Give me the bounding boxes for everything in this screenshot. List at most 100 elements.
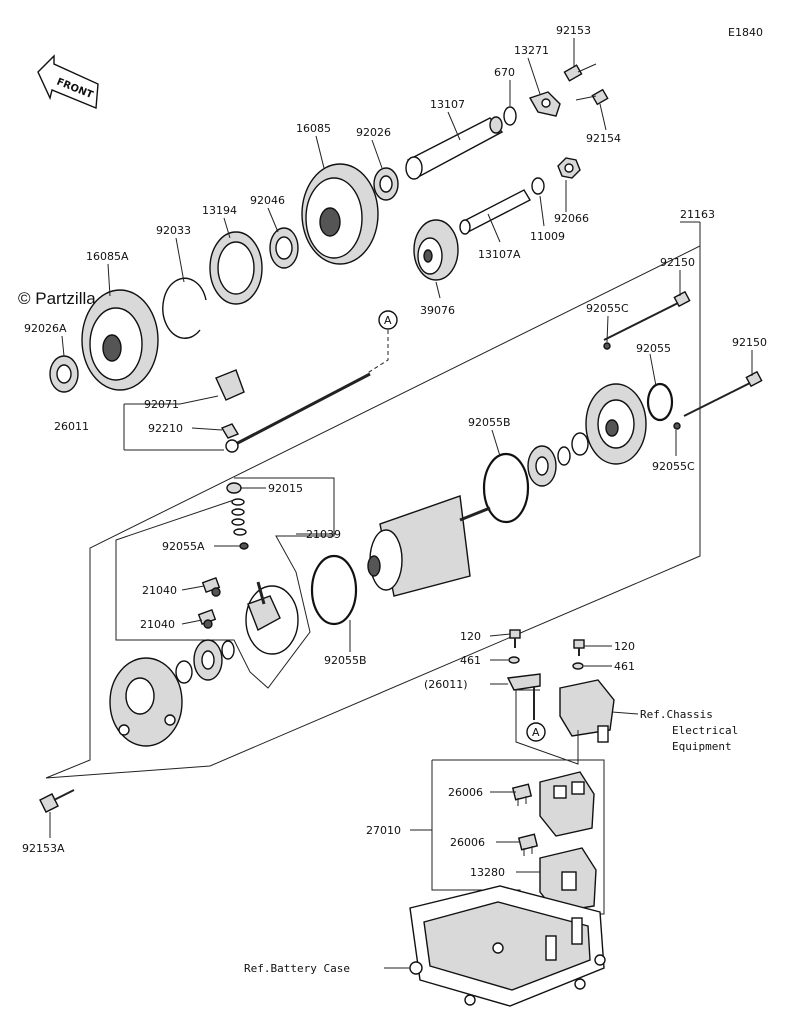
label-11009: 11009 bbox=[530, 230, 565, 243]
leader-lines bbox=[49, 38, 753, 969]
diagram-code: E1840 bbox=[728, 26, 763, 39]
label-13271: 13271 bbox=[514, 44, 549, 57]
shaft-13107-icon bbox=[405, 116, 504, 180]
dashed-link-a bbox=[365, 330, 389, 375]
shaft-13107A-icon bbox=[459, 189, 531, 235]
label-16085: 16085 bbox=[296, 122, 331, 135]
o-ring-92055B-a-icon bbox=[482, 452, 530, 524]
label-13107A: 13107A bbox=[478, 248, 521, 261]
bolt-92150-a-icon bbox=[603, 290, 691, 341]
o-ring-92055B-b-icon bbox=[310, 554, 358, 626]
fuse-26006-b-icon bbox=[517, 833, 539, 856]
brush-21040-b-icon bbox=[197, 609, 217, 629]
label-461-b: 461 bbox=[614, 660, 635, 673]
armature-icon bbox=[367, 495, 491, 597]
label-27010: 27010 bbox=[366, 824, 401, 837]
o-ring-92055C-a-icon bbox=[603, 342, 611, 350]
front-arrow-icon: FRONT bbox=[37, 54, 99, 110]
label-92015: 92015 bbox=[268, 482, 303, 495]
starter-relay-icon bbox=[539, 771, 595, 837]
brush-plate-icon bbox=[245, 581, 299, 655]
terminal-26011-icon bbox=[506, 673, 541, 720]
label-92150-b: 92150 bbox=[732, 336, 767, 349]
bolt-120-b-icon bbox=[573, 639, 585, 656]
relay-13280-icon bbox=[539, 847, 597, 913]
label-21039: 21039 bbox=[306, 528, 341, 541]
svg-text:A: A bbox=[532, 726, 540, 739]
battery-case-icon bbox=[409, 885, 606, 1007]
label-92066: 92066 bbox=[554, 212, 589, 225]
rear-cover-icon bbox=[109, 657, 183, 747]
washer-rear-icon bbox=[221, 640, 235, 660]
svg-text:A: A bbox=[384, 314, 392, 327]
gear-16085A-icon bbox=[81, 289, 159, 391]
brush-group-outline-21039 bbox=[115, 477, 335, 689]
snap-ring-92033-icon bbox=[162, 277, 207, 339]
bolt-92150-b-icon bbox=[683, 370, 763, 417]
ref-chassis-line3: Equipment bbox=[672, 740, 732, 753]
washer-front-icon bbox=[571, 432, 589, 456]
label-13280: 13280 bbox=[470, 866, 505, 879]
label-26011-b: (26011) bbox=[424, 678, 468, 691]
label-21040-b: 21040 bbox=[140, 618, 175, 631]
label-13107: 13107 bbox=[430, 98, 465, 111]
seal-92026A-icon bbox=[49, 355, 79, 393]
o-ring-670-icon bbox=[503, 106, 517, 126]
collar-92026-icon bbox=[373, 167, 399, 201]
washer-461-a-icon bbox=[508, 656, 520, 664]
label-92033: 92033 bbox=[156, 224, 191, 237]
bearing-92046-icon bbox=[269, 227, 299, 269]
o-ring-92055C-b-icon bbox=[673, 422, 681, 430]
label-120-a: 120 bbox=[460, 630, 481, 643]
label-92153A: 92153A bbox=[22, 842, 65, 855]
cable-26011-icon bbox=[215, 369, 371, 453]
gear-16085-icon bbox=[301, 163, 379, 265]
assembly-outline-21163 bbox=[45, 222, 701, 779]
label-461-a: 461 bbox=[460, 654, 481, 667]
washer-11009-icon bbox=[531, 177, 545, 195]
nut-92066-icon bbox=[557, 157, 581, 179]
label-92071: 92071 bbox=[144, 398, 179, 411]
ref-chassis-line1: Ref.Chassis bbox=[640, 708, 713, 721]
bolt-92154-icon bbox=[575, 88, 609, 106]
label-92026: 92026 bbox=[356, 126, 391, 139]
nut-92210-icon bbox=[220, 423, 240, 439]
washer-stack-92015-icon bbox=[226, 482, 249, 550]
label-92026A: 92026A bbox=[24, 322, 67, 335]
label-16085A: 16085A bbox=[86, 250, 129, 263]
label-92055A: 92055A bbox=[162, 540, 205, 553]
fuse-26006-a-icon bbox=[511, 783, 533, 806]
relay-link-line bbox=[515, 689, 579, 765]
label-92153: 92153 bbox=[556, 24, 591, 37]
seal-rear-icon bbox=[175, 660, 193, 684]
label-92055B-b: 92055B bbox=[324, 654, 367, 667]
label-26006-b: 26006 bbox=[450, 836, 485, 849]
bolt-120-a-icon bbox=[509, 629, 521, 648]
label-670: 670 bbox=[494, 66, 515, 79]
label-92046: 92046 bbox=[250, 194, 285, 207]
label-92055C-a: 92055C bbox=[586, 302, 629, 315]
front-cover-icon bbox=[585, 383, 647, 465]
label-39076: 39076 bbox=[420, 304, 455, 317]
bolt-92153-icon bbox=[563, 63, 597, 82]
o-ring-92055-icon bbox=[646, 382, 674, 422]
ref-chassis-line2: Electrical bbox=[672, 724, 738, 737]
marker-a-lower-icon: A bbox=[526, 722, 546, 742]
clutch-13194-icon bbox=[209, 231, 263, 305]
label-26011: 26011 bbox=[54, 420, 89, 433]
label-13194: 13194 bbox=[202, 204, 237, 217]
brush-21040-a-icon bbox=[201, 577, 221, 597]
bearing-front-icon bbox=[527, 445, 557, 487]
bearing-rear-icon bbox=[193, 639, 223, 681]
label-92055: 92055 bbox=[636, 342, 671, 355]
label-92150-a: 92150 bbox=[660, 256, 695, 269]
label-92154: 92154 bbox=[586, 132, 621, 145]
washer-461-b-icon bbox=[572, 662, 584, 670]
label-92055C-b: 92055C bbox=[652, 460, 695, 473]
marker-a-upper-icon: A bbox=[378, 310, 398, 330]
relay-cover-icon bbox=[559, 679, 615, 743]
label-120-b: 120 bbox=[614, 640, 635, 653]
label-92055B-a: 92055B bbox=[468, 416, 511, 429]
label-92210: 92210 bbox=[148, 422, 183, 435]
